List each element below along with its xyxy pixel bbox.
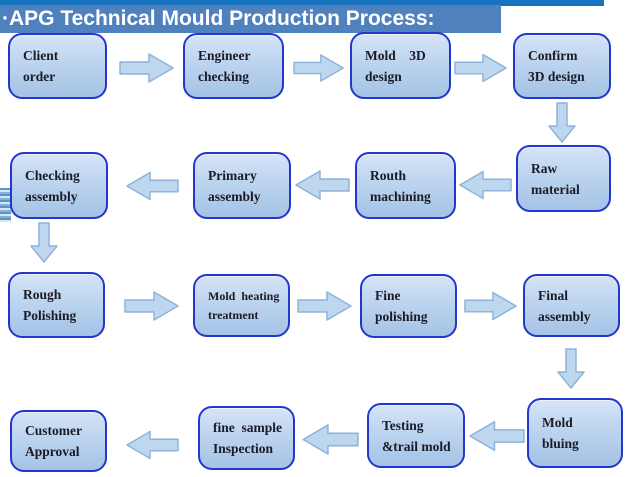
arrow-left-icon <box>295 170 350 200</box>
flow-box-label: Confirm 3D design <box>528 48 585 84</box>
flow-box-label: Client order <box>23 48 59 84</box>
flow-box-label: fine sample Inspection <box>213 420 282 456</box>
page-title: ·APG Technical Mould Production Process: <box>2 7 435 30</box>
top-accent-bar <box>0 0 604 6</box>
arrow-left-icon <box>469 420 525 452</box>
flow-box-label: Rough Polishing <box>23 287 77 323</box>
flow-box-mold-3d-design: Mold 3D design <box>350 32 451 99</box>
flow-box-label: Routh machining <box>370 167 431 204</box>
arrow-right-icon <box>454 53 507 83</box>
arrow-down-icon <box>548 102 576 143</box>
flow-box-checking-assembly: Checking assembly <box>10 152 108 219</box>
flow-box-label: Mold 3D design <box>365 47 426 84</box>
flow-box-engineer-checking: Engineer checking <box>183 33 284 99</box>
flow-box-label: Primary assembly <box>208 167 261 204</box>
flow-box-confirm-3d-design: Confirm 3D design <box>513 33 611 99</box>
arrow-right-icon <box>124 291 179 321</box>
flow-box-label: Mold bluing <box>542 415 579 451</box>
flow-box-testing-trail-mold: Testing &trail mold <box>367 403 465 468</box>
flow-box-label: Final assembly <box>538 287 591 324</box>
flow-box-label: Raw material <box>531 160 580 197</box>
arrow-right-icon <box>293 54 344 82</box>
flow-box-routh-machining: Routh machining <box>355 152 456 219</box>
arrow-down-icon <box>557 348 585 389</box>
arrow-left-icon <box>459 170 512 200</box>
arrow-right-icon <box>297 291 352 321</box>
flow-box-fine-sample-inspection: fine sample Inspection <box>198 406 295 470</box>
flow-box-mold-bluing: Mold bluing <box>527 398 623 468</box>
flow-box-rough-polishing: Rough Polishing <box>8 272 105 338</box>
flow-box-fine-polishing: Fine polishing <box>360 274 457 338</box>
flow-box-label: Engineer checking <box>198 48 251 84</box>
title-bar: ·APG Technical Mould Production Process: <box>0 5 501 33</box>
flow-box-label: Customer Approval <box>25 423 82 459</box>
watermark-icon <box>0 188 11 222</box>
flow-box-raw-material: Raw material <box>516 145 611 212</box>
flow-box-mold-heating-treatment: Mold heating treatment <box>193 274 290 337</box>
flow-box-label: Testing &trail mold <box>382 417 451 454</box>
arrow-left-icon <box>302 424 359 455</box>
flow-box-client-order: Client order <box>8 33 107 99</box>
arrow-left-icon <box>126 430 179 460</box>
flow-box-primary-assembly: Primary assembly <box>193 152 291 219</box>
arrow-right-icon <box>119 53 174 83</box>
flow-box-label: Mold heating treatment <box>208 288 280 322</box>
arrow-right-icon <box>464 291 517 321</box>
flow-box-customer-approval: Customer Approval <box>10 410 107 472</box>
arrow-left-icon <box>126 171 179 201</box>
flow-box-label: Fine polishing <box>375 288 428 324</box>
arrow-down-icon <box>30 222 58 263</box>
flow-box-label: Checking assembly <box>25 167 80 204</box>
flow-box-final-assembly: Final assembly <box>523 274 620 337</box>
